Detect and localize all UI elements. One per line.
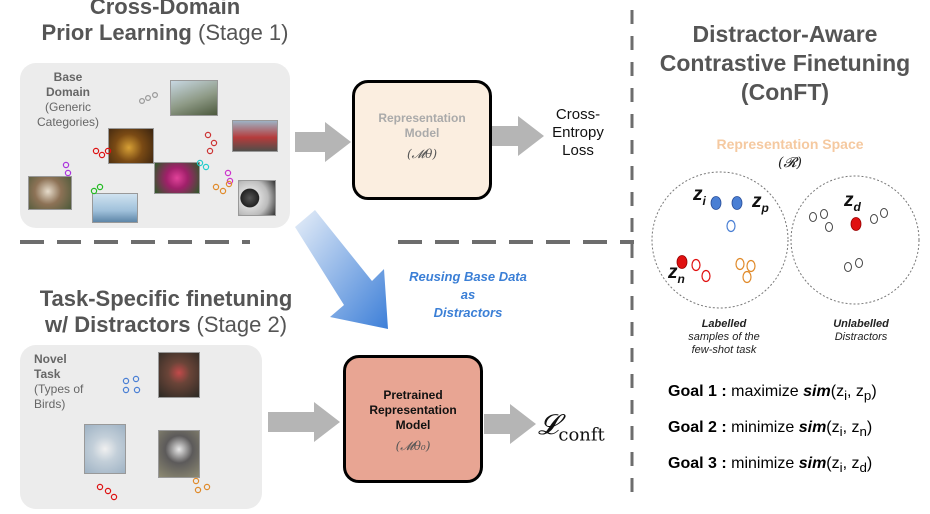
model2-line2: Representation [369,403,457,417]
novel-task-dots [96,375,211,501]
stage1-title-bold: Prior Learning [41,20,192,45]
conft-title: Distractor-Aware Contrastive Finetuning … [659,21,911,105]
thumb-vehicle [232,120,278,152]
labelled-caption: Labelled samples of the few-shot task [688,318,760,356]
goal-2: Goal 2 : minimize sim(zi, zn) [668,419,873,440]
zi-label: zi [693,184,706,208]
arrow-model-to-conft-loss [484,404,536,444]
representation-space-label: Representation Space [716,136,864,152]
model1-line1: Representation [378,111,466,125]
arrow-novel-to-model [268,402,340,442]
thumb-flower [154,162,200,194]
vertical-divider [630,10,634,500]
zp-dot [731,196,743,210]
thumb-bird-finch [158,352,200,398]
unlabelled-caption: Unlabelled Distractors [833,318,889,343]
stage1-title-line1: Cross-Domain [89,0,241,19]
base-domain-label: Base Domain (Generic Categories) [36,70,100,129]
stage-divider-right [398,240,634,244]
conft-loss: 𝓛conft [538,408,605,446]
thumb-cyclists [170,80,218,116]
stage-divider-left [20,240,250,244]
reuse-label: Reusing Base Data as Distractors [409,269,527,320]
thumb-bird-kingfisher [158,430,200,478]
goal-3: Goal 3 : minimize sim(zi, zd) [668,455,873,476]
model1-symbol: (𝓜θ) [406,147,438,161]
model1-line2: Model [404,126,440,140]
zd-dot [850,217,862,231]
labelled-space [651,171,789,309]
thumb-sailboat [92,193,138,223]
model2-symbol: (𝓜θ₀) [395,439,431,453]
reuse-arrow [295,210,388,329]
unlabelled-space [790,175,920,305]
thumb-dog [28,176,72,210]
model2-line1: Pretrained [383,388,443,402]
stage2-title: Task-Specific finetuning w/ Distractors … [6,286,326,338]
stage1-title: Cross-Domain Prior Learning (Stage 1) [20,0,310,46]
arrow-base-to-model [295,122,351,162]
zd-label: zd [844,190,861,214]
representation-space-circles [651,171,920,309]
novel-task-label: Novel Task (Types of Birds) [34,352,84,411]
arrow-model-to-loss [492,116,544,156]
thumb-food [108,128,154,164]
stage2-title-rest: (Stage 2) [190,312,288,337]
zn-dot [676,255,688,269]
goal-1: Goal 1 : maximize sim(zi, zp) [668,383,877,404]
model2-line3: Model [395,418,431,432]
thumb-speaker [238,180,276,216]
thumb-bird-gull [84,424,126,474]
pretrained-model-box: Pretrained Representation Model (𝓜θ₀) [343,355,483,483]
zp-label: zp [752,191,769,215]
base-domain-dots [62,92,234,195]
stage1-title-rest: (Stage 1) [191,20,289,45]
representation-space-symbol: (𝓡) [778,155,802,171]
zi-dot [710,196,722,210]
stage2-title-bold: w/ Distractors [44,312,191,337]
novel-task-panel [20,345,262,509]
cross-entropy-loss: Cross- Entropy Loss [552,106,604,159]
representation-model-box: Representation Model (𝓜θ) [352,80,492,200]
zn-label: zn [668,262,685,286]
stage2-title-line1: Task-Specific finetuning [39,286,293,311]
